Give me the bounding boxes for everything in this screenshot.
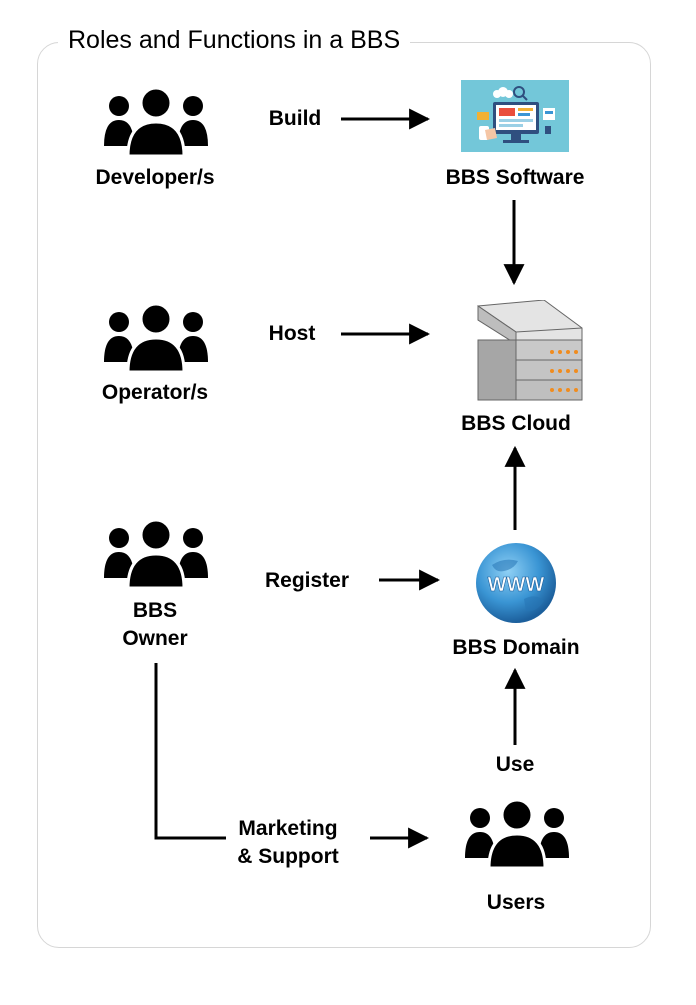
server-stack-icon (477, 300, 583, 401)
svg-text:WWW: WWW (488, 574, 545, 596)
operators-label: Operator/s (101, 381, 209, 404)
use-label: Use (495, 753, 535, 776)
owner-label-line-2: Owner (122, 627, 188, 650)
marketing-label-line-1: Marketing (238, 817, 338, 840)
users-group-icon (465, 798, 569, 868)
host-label: Host (268, 322, 316, 345)
developers-group-icon (104, 86, 208, 156)
domain-label: BBS Domain (452, 636, 580, 659)
marketing-support-label: Marketing & Support (218, 815, 358, 871)
owner-to-marketing-line (154, 663, 226, 840)
owner-label-line-1: BBS (132, 599, 178, 622)
register-label: Register (264, 569, 350, 592)
software-label: BBS Software (445, 166, 585, 189)
diagram-title: Roles and Functions in a BBS (58, 24, 411, 56)
owner-label: BBS Owner (80, 597, 230, 653)
software-illustration-icon (461, 80, 569, 152)
build-label: Build (268, 107, 322, 130)
owner-group-icon (104, 518, 208, 588)
operators-group-icon (104, 302, 208, 372)
marketing-label-line-2: & Support (237, 845, 339, 868)
www-globe-icon: WWW (476, 543, 556, 623)
users-label: Users (486, 891, 546, 914)
cloud-label: BBS Cloud (461, 412, 571, 435)
developers-label: Developer/s (95, 166, 215, 189)
